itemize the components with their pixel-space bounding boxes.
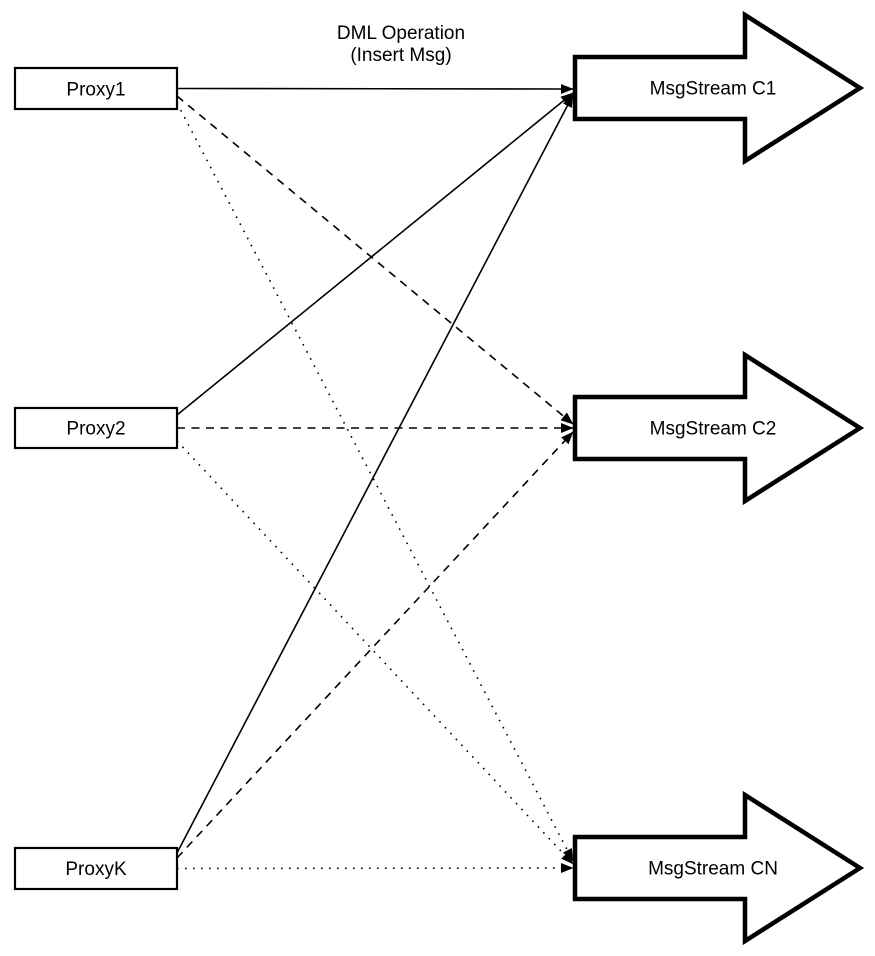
msgstream-c1-arrow-shape — [572, 10, 865, 166]
msgstream-c1-node: MsgStream C1 — [572, 10, 865, 166]
msgstream-cn-node: MsgStream CN — [572, 790, 865, 946]
proxyk-node: ProxyK — [13, 846, 179, 891]
edge-proxy1-to-c2 — [176, 95, 574, 425]
msgstream-c2-label: MsgStream C2 — [650, 419, 777, 440]
edge-proxy2-to-cn — [176, 440, 574, 865]
proxyk-box — [13, 846, 179, 891]
msgstream-cn-label: MsgStream CN — [648, 859, 778, 880]
title-line2: (Insert Msg) — [350, 45, 451, 66]
msgstream-c2-arrow-shape — [572, 350, 865, 506]
proxy1-box — [13, 66, 179, 111]
edge-proxyk-to-c2 — [176, 431, 574, 859]
msgstream-c2-node: MsgStream C2 — [572, 350, 865, 506]
proxy2-node: Proxy2 — [13, 406, 179, 450]
msgstream-c1-label: MsgStream C1 — [650, 79, 777, 100]
edge-proxyk-to-c1 — [176, 94, 574, 854]
edge-proxy1-to-cn — [176, 102, 574, 862]
msgstream-cn-arrow-shape — [572, 790, 865, 946]
edge-proxyk-to-cn — [176, 863, 574, 874]
edges — [176, 83, 574, 874]
title-annotation: DML Operation (Insert Msg) — [337, 23, 465, 66]
edge-proxy2-to-c1 — [176, 92, 574, 416]
edge-proxy1-to-c1 — [176, 83, 574, 94]
proxy1-node: Proxy1 — [13, 66, 179, 111]
proxy2-box — [13, 406, 179, 450]
proxyk-label: ProxyK — [65, 859, 127, 880]
proxy2-label: Proxy2 — [66, 419, 125, 440]
proxy1-label: Proxy1 — [66, 80, 125, 101]
title-line1: DML Operation — [337, 23, 465, 44]
